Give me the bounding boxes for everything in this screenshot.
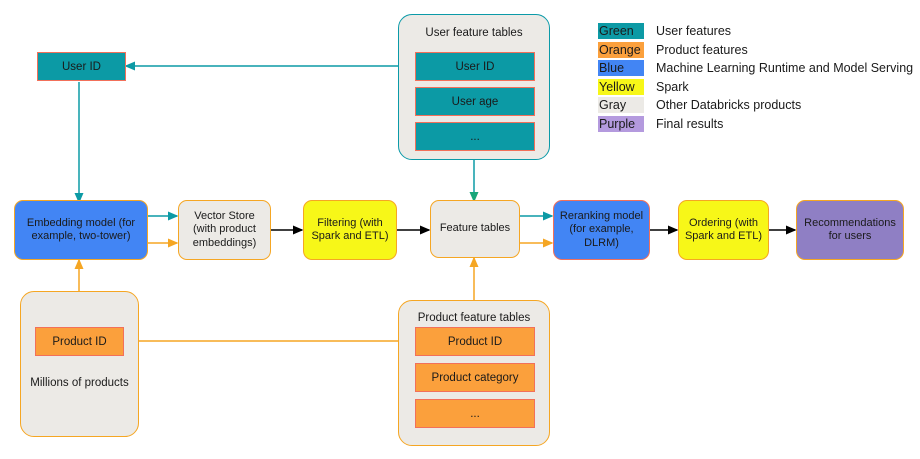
legend-desc-gray: Other Databricks products	[656, 98, 802, 113]
product-feature-row-product-id-label: Product ID	[447, 335, 503, 348]
user-feature-tables-title: User feature tables	[425, 27, 523, 39]
node-reranking-model-label: Reranking model (for example, DLRM)	[559, 209, 644, 249]
user-feature-row-user-id-label: User ID	[455, 60, 495, 73]
node-product-id-label: Product ID	[52, 335, 107, 348]
node-feature-tables[interactable]: Feature tables	[430, 200, 520, 258]
product-feature-row-product-category-label: Product category	[431, 371, 519, 384]
product-feature-row-product-category[interactable]: Product category	[415, 363, 535, 392]
node-feature-tables-label: Feature tables	[439, 222, 511, 235]
node-product-id[interactable]: Product ID	[35, 327, 124, 356]
product-feature-row-ellipsis-label: ...	[470, 407, 480, 420]
node-recommendations[interactable]: Recommendations for users	[796, 200, 904, 260]
legend-desc-green: User features	[656, 24, 732, 39]
legend-swatch-green: Green	[598, 23, 644, 40]
legend-desc-yellow: Spark	[656, 79, 689, 94]
legend: Green User features Orange Product featu…	[598, 22, 913, 133]
legend-swatch-yellow: Yellow	[598, 78, 644, 95]
node-vector-store[interactable]: Vector Store (with product embeddings)	[178, 200, 271, 260]
legend-item: Purple Final results	[598, 115, 913, 134]
legend-item: Yellow Spark	[598, 78, 913, 97]
user-feature-row-user-id[interactable]: User ID	[415, 52, 535, 81]
millions-of-products-title: Millions of products	[30, 377, 129, 389]
node-filtering-label: Filtering (with Spark and ETL)	[311, 216, 389, 242]
product-feature-tables-title: Product feature tables	[417, 312, 531, 324]
legend-swatch-blue: Blue	[598, 60, 644, 77]
node-vector-store-label: Vector Store (with product embeddings)	[192, 209, 257, 249]
legend-swatch-gray: Gray	[598, 97, 644, 114]
legend-item: Blue Machine Learning Runtime and Model …	[598, 59, 913, 78]
product-feature-row-ellipsis[interactable]: ...	[415, 399, 535, 428]
node-user-id-label: User ID	[62, 60, 101, 73]
node-embedding-model[interactable]: Embedding model (for example, two-tower)	[14, 200, 148, 260]
node-ordering-label: Ordering (with Spark and ETL)	[684, 216, 763, 242]
legend-swatch-purple: Purple	[598, 115, 644, 132]
user-feature-row-ellipsis[interactable]: ...	[415, 122, 535, 151]
node-ordering[interactable]: Ordering (with Spark and ETL)	[678, 200, 769, 260]
node-filtering[interactable]: Filtering (with Spark and ETL)	[303, 200, 397, 260]
node-embedding-model-label: Embedding model (for example, two-tower)	[26, 216, 136, 242]
product-feature-row-product-id[interactable]: Product ID	[415, 327, 535, 356]
legend-item: Gray Other Databricks products	[598, 96, 913, 115]
legend-item: Green User features	[598, 22, 913, 41]
legend-desc-blue: Machine Learning Runtime and Model Servi…	[656, 61, 914, 76]
node-reranking-model[interactable]: Reranking model (for example, DLRM)	[553, 200, 650, 260]
millions-of-products-panel	[20, 291, 139, 437]
user-feature-row-ellipsis-label: ...	[470, 130, 480, 143]
legend-item: Orange Product features	[598, 41, 913, 60]
legend-swatch-orange: Orange	[598, 41, 644, 58]
user-feature-row-user-age-label: User age	[451, 95, 499, 108]
legend-desc-orange: Product features	[656, 42, 748, 57]
legend-desc-purple: Final results	[656, 116, 724, 131]
node-user-id[interactable]: User ID	[37, 52, 126, 81]
user-feature-row-user-age[interactable]: User age	[415, 87, 535, 116]
node-recommendations-label: Recommendations for users	[804, 216, 896, 242]
